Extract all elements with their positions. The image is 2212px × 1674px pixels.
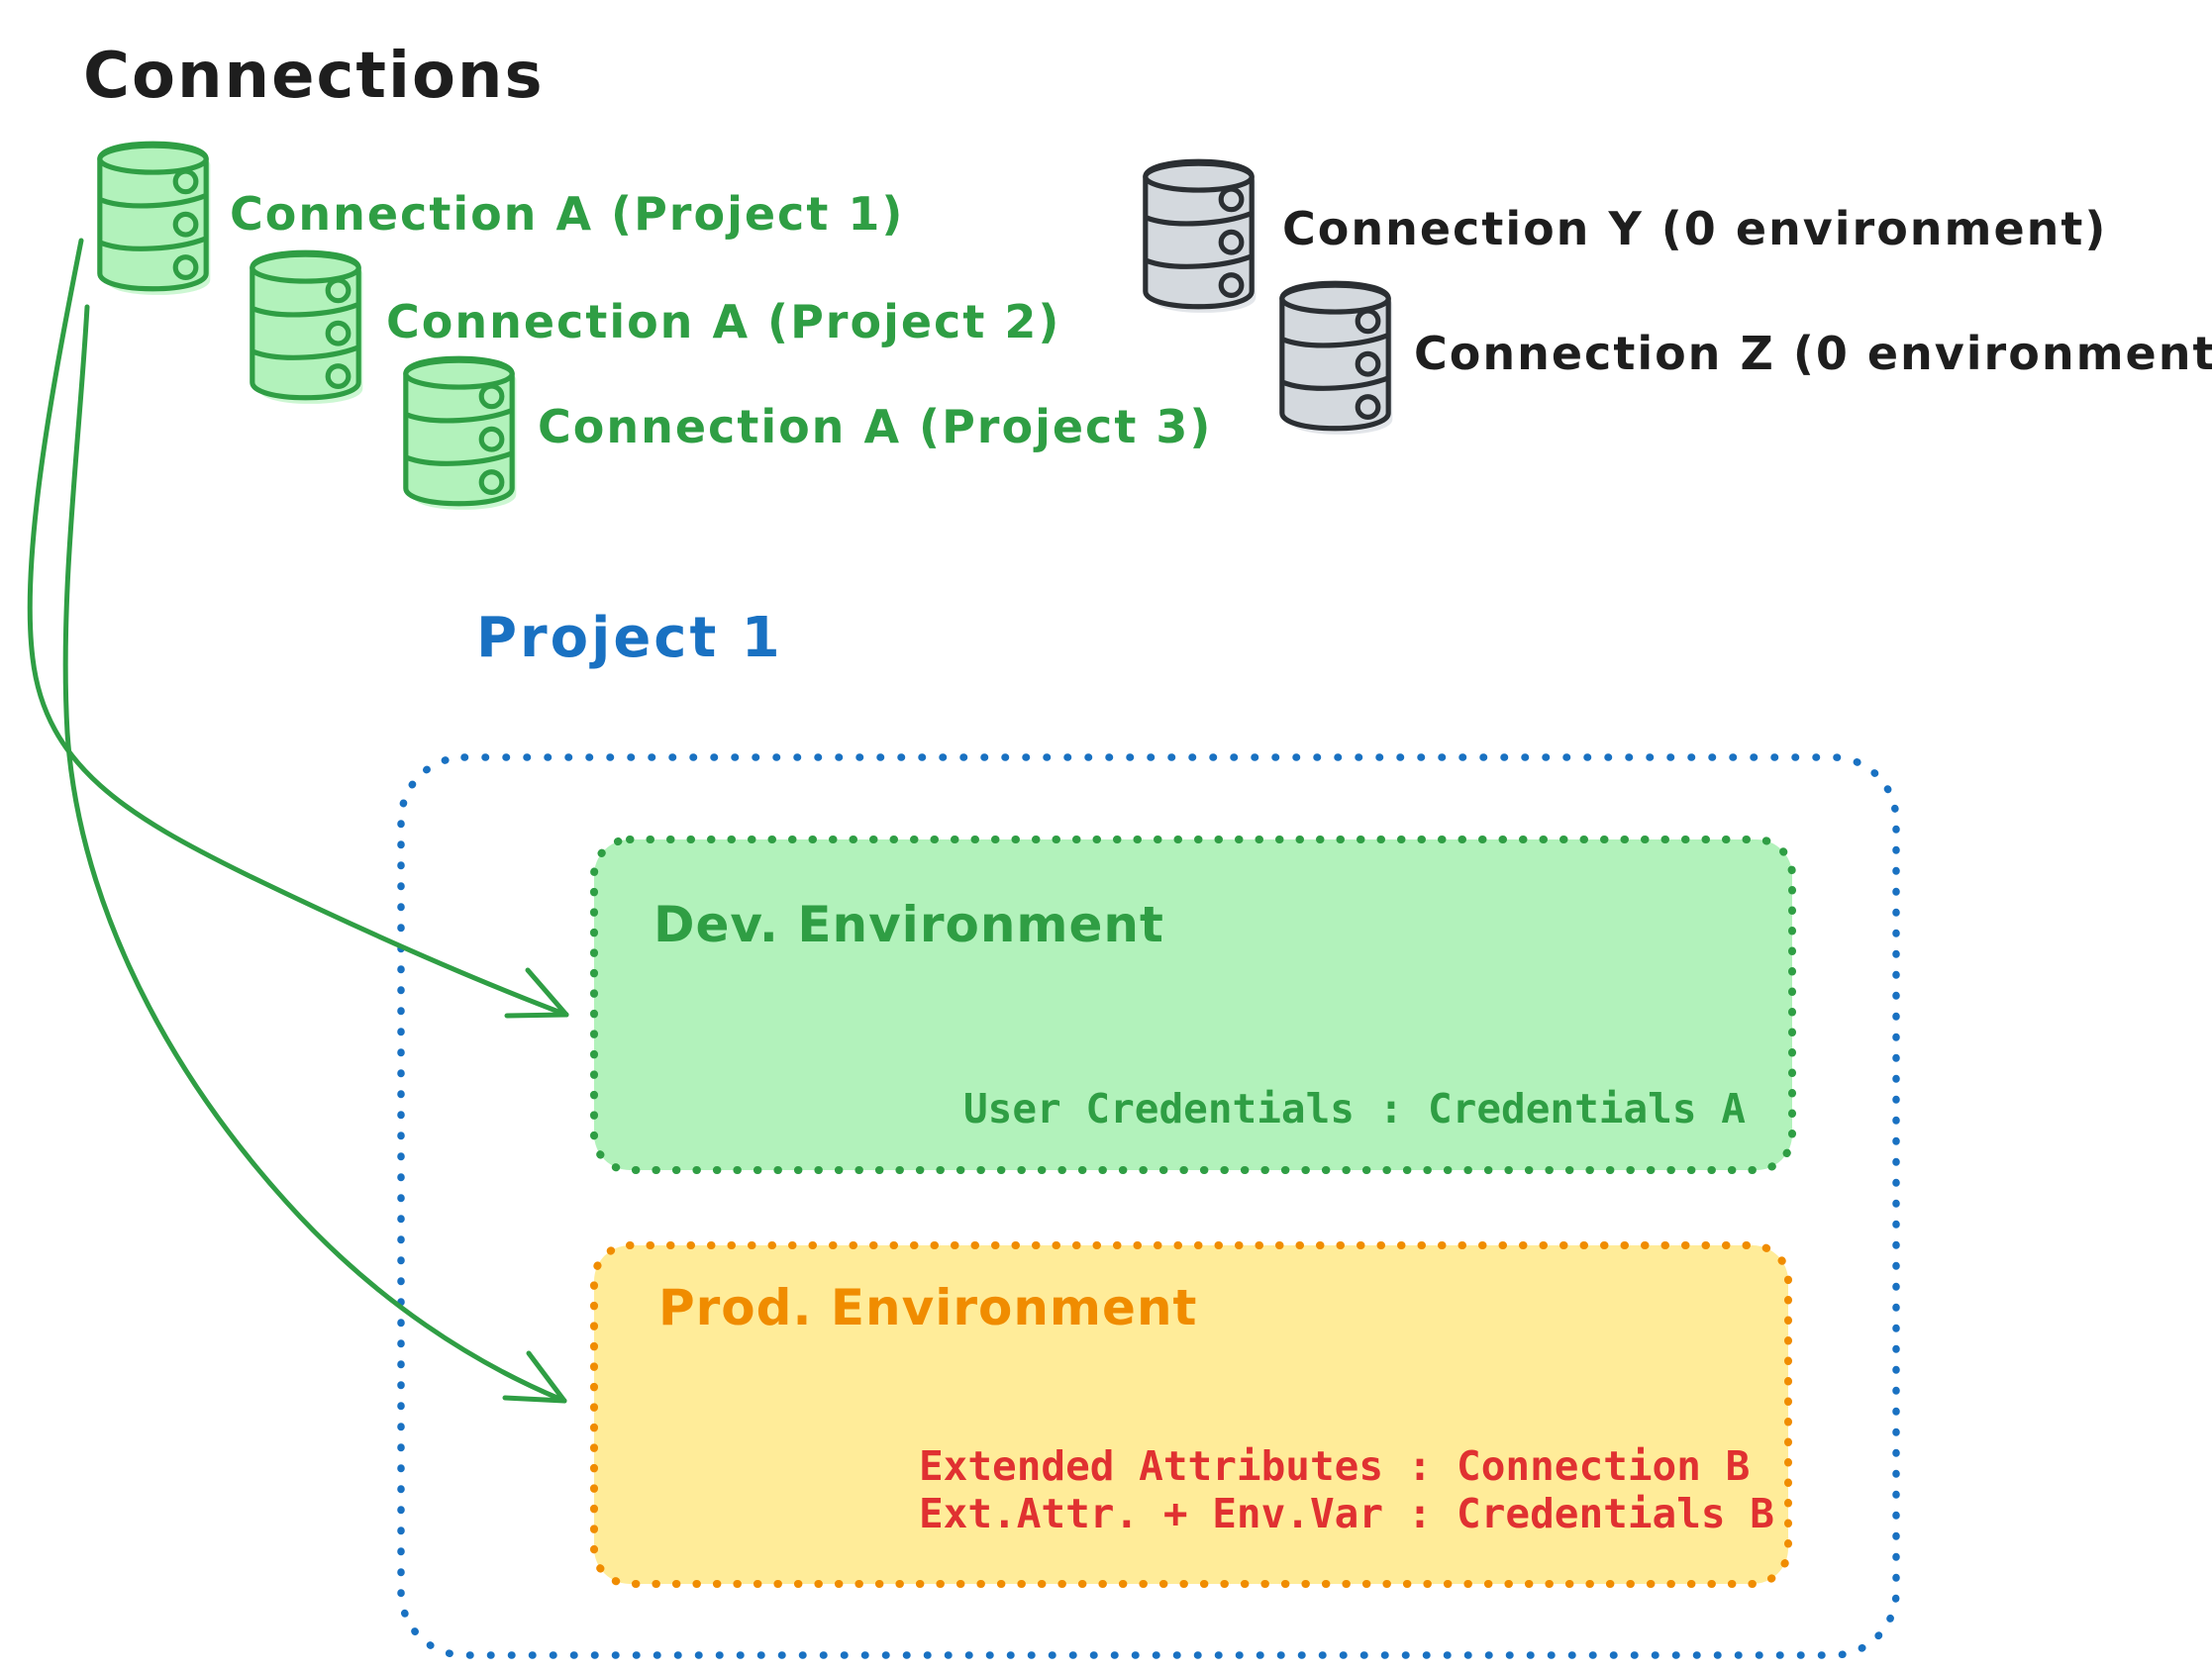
prod-environment-title[interactable]: Prod. Environment bbox=[658, 1279, 1198, 1336]
label-connection-y[interactable]: Connection Y (0 environment) bbox=[1282, 202, 2108, 255]
database-icon-connection-a-project-2[interactable] bbox=[251, 252, 363, 404]
prod-environment-box[interactable] bbox=[590, 1241, 1792, 1588]
arrow-connection-a-to-prod[interactable] bbox=[62, 304, 567, 1404]
label-connection-a-project-2[interactable]: Connection A (Project 2) bbox=[386, 295, 1061, 348]
arrow-connection-a-to-dev[interactable] bbox=[27, 238, 569, 1019]
database-icon-connection-z[interactable] bbox=[1281, 283, 1393, 435]
connections-title[interactable]: Connections bbox=[83, 40, 545, 113]
project-1-container-box[interactable] bbox=[397, 753, 1900, 1659]
prod-credentials-mapping[interactable]: Extended Attributes : Connection B Ext.A… bbox=[919, 1442, 1774, 1537]
database-icon-connection-a-project-1[interactable] bbox=[99, 144, 211, 295]
label-connection-a-project-1[interactable]: Connection A (Project 1) bbox=[230, 187, 905, 241]
prod-mapping-line-2: Ext.Attr. + Env.Var : Credentials B bbox=[919, 1489, 1774, 1537]
label-connection-a-project-3[interactable]: Connection A (Project 3) bbox=[538, 400, 1213, 453]
database-icon-connection-a-project-3[interactable] bbox=[405, 358, 517, 510]
dev-environment-box[interactable] bbox=[590, 836, 1796, 1174]
label-connection-z[interactable]: Connection Z (0 environment) bbox=[1414, 327, 2212, 380]
dev-credentials-mapping[interactable]: User Credentials : Credentials A bbox=[963, 1085, 1746, 1132]
dev-environment-title[interactable]: Dev. Environment bbox=[654, 896, 1164, 953]
prod-mapping-line-1: Extended Attributes : Connection B bbox=[919, 1442, 1751, 1490]
project-1-title[interactable]: Project 1 bbox=[476, 606, 783, 670]
database-icon-connection-y[interactable] bbox=[1145, 161, 1257, 313]
